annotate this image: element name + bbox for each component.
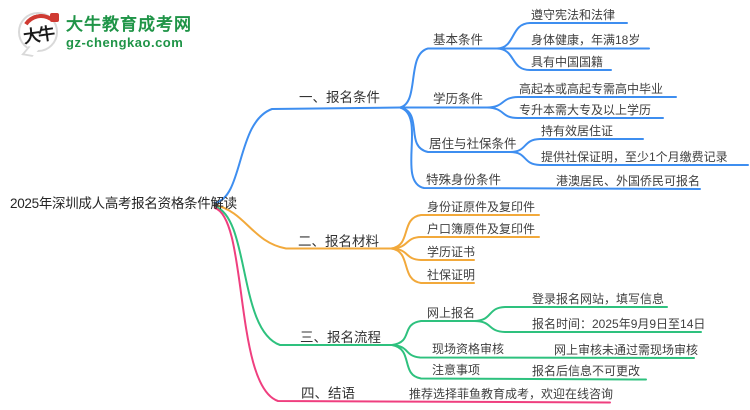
branch-conclusion: 四、结语 bbox=[301, 386, 355, 401]
leaf-registration-dates: 报名时间：2025年9月9日至14日 bbox=[532, 317, 706, 331]
leaf-hk-macao-foreigners: 港澳居民、外国侨民可报名 bbox=[556, 174, 701, 188]
leaf-education-certificate: 学历证书 bbox=[427, 245, 476, 259]
branch1-basic-leaf3 bbox=[496, 47, 612, 71]
logo-text-block: 大牛教育成考网 gz-chengkao.com bbox=[66, 15, 192, 50]
node-special-identity-conditions: 特殊身份条件 bbox=[426, 173, 502, 187]
branch4-main-line bbox=[214, 207, 611, 404]
site-name: 大牛教育成考网 bbox=[66, 14, 192, 34]
branch1-special-line bbox=[399, 106, 701, 190]
leaf-social-insurance-proof: 提供社保证明，至少1个月缴费记录 bbox=[541, 150, 728, 164]
branch-registration-conditions: 一、报名条件 bbox=[299, 90, 380, 105]
site-logo: 大牛 大牛教育成考网 gz-chengkao.com bbox=[17, 10, 192, 58]
leaf-social-insurance-cert: 社保证明 bbox=[427, 268, 476, 282]
branch2-main-line bbox=[214, 204, 392, 250]
branch1-main-line bbox=[214, 106, 401, 204]
node-notices: 注意事项 bbox=[432, 363, 481, 377]
branch2-leaf1 bbox=[390, 214, 540, 250]
logo-bubble-icon: 大牛 bbox=[17, 10, 65, 58]
branch-registration-materials: 二、报名材料 bbox=[298, 234, 379, 249]
node-onsite-review: 现场资格审核 bbox=[432, 342, 505, 356]
leaf-household-register: 户口簿原件及复印件 bbox=[427, 222, 536, 236]
leaf-obey-law: 遵守宪法和法律 bbox=[531, 8, 616, 22]
site-url: gz-chengkao.com bbox=[66, 34, 184, 50]
node-basic-conditions: 基本条件 bbox=[433, 33, 484, 47]
branch1-basic-line bbox=[399, 47, 498, 109]
root-topic: 2025年深圳成人高考报名资格条件解读 bbox=[10, 196, 237, 211]
root-anchor-dot bbox=[213, 202, 219, 208]
node-education-conditions: 学历条件 bbox=[433, 92, 484, 106]
branch3-online-leaf2 bbox=[473, 320, 702, 333]
branch3-notice-line bbox=[391, 344, 647, 381]
leaf-login-fill-info: 登录报名网站，填写信息 bbox=[532, 292, 665, 306]
leaf-highschool-required: 高起本或高起专需高中毕业 bbox=[519, 82, 664, 96]
branch1-edu-leaf2 bbox=[486, 106, 664, 119]
leaf-nationality: 具有中国国籍 bbox=[531, 55, 604, 69]
branch3-main-line bbox=[214, 205, 393, 346]
leaf-college-required: 专升本需大专及以上学历 bbox=[519, 103, 652, 117]
leaf-id-card: 身份证原件及复印件 bbox=[427, 200, 536, 214]
branch1-social-leaf2 bbox=[509, 151, 749, 166]
node-online-registration: 网上报名 bbox=[427, 306, 476, 320]
branch-registration-process: 三、报名流程 bbox=[300, 330, 381, 345]
leaf-recommendation: 推荐选择菲鱼教育成考，欢迎在线咨询 bbox=[409, 387, 614, 401]
logo-characters: 大牛 bbox=[22, 23, 55, 47]
node-residence-social-conditions: 居住与社保条件 bbox=[429, 137, 517, 151]
branch3-online-line bbox=[391, 320, 475, 346]
branch2-leaf4 bbox=[390, 247, 475, 284]
leaf-health-age: 身体健康，年满18岁 bbox=[531, 33, 641, 47]
leaf-residence-permit: 持有效居住证 bbox=[541, 124, 614, 138]
leaf-onsite-if-failed: 网上审核未通过需现场审核 bbox=[554, 343, 699, 357]
leaf-info-unchangeable: 报名后信息不可更改 bbox=[532, 364, 641, 378]
logo-seal-icon bbox=[50, 13, 59, 22]
